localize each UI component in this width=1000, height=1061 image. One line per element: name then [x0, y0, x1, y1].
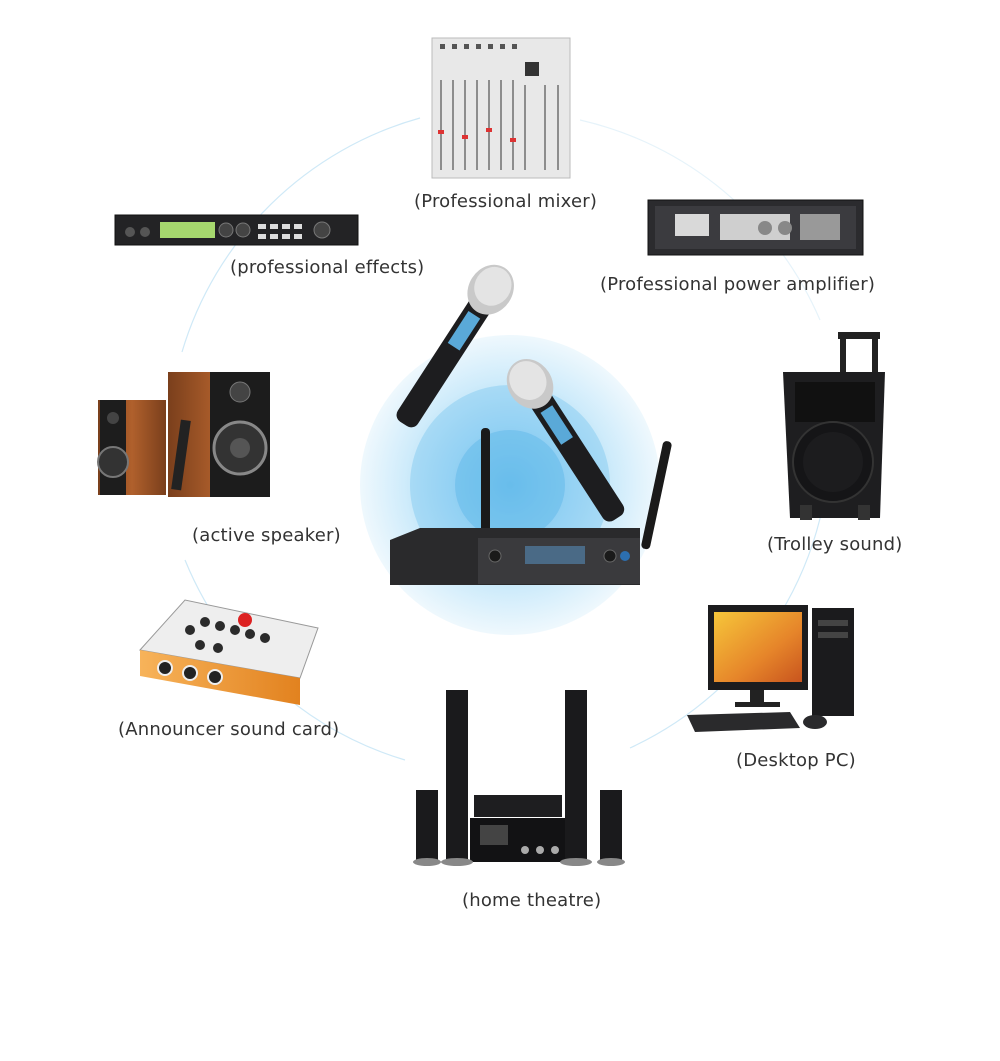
sound-card-icon — [139, 599, 319, 705]
power-amplifier-label: (Professional power amplifier) — [600, 274, 876, 295]
trolley-speaker-icon — [783, 332, 885, 520]
trolley-sound-label: (Trolley sound) — [767, 534, 903, 555]
power-amplifier-icon — [647, 199, 864, 256]
mixer-icon — [431, 37, 571, 179]
wireless-microphone-system-icon — [390, 264, 672, 585]
active-speaker-label: (active speaker) — [192, 525, 341, 546]
home-theatre-icon — [413, 690, 625, 866]
desktop-pc-icon — [687, 605, 854, 732]
active-speaker-icon — [97, 372, 270, 497]
effects-label: (professional effects) — [230, 257, 425, 278]
home-theatre-label: (home theatre) — [462, 890, 602, 911]
sound-card-label: (Announcer sound card) — [118, 719, 340, 740]
effects-processor-icon — [114, 214, 359, 246]
mixer-label: (Professional mixer) — [414, 191, 598, 212]
desktop-pc-label: (Desktop PC) — [736, 750, 856, 771]
